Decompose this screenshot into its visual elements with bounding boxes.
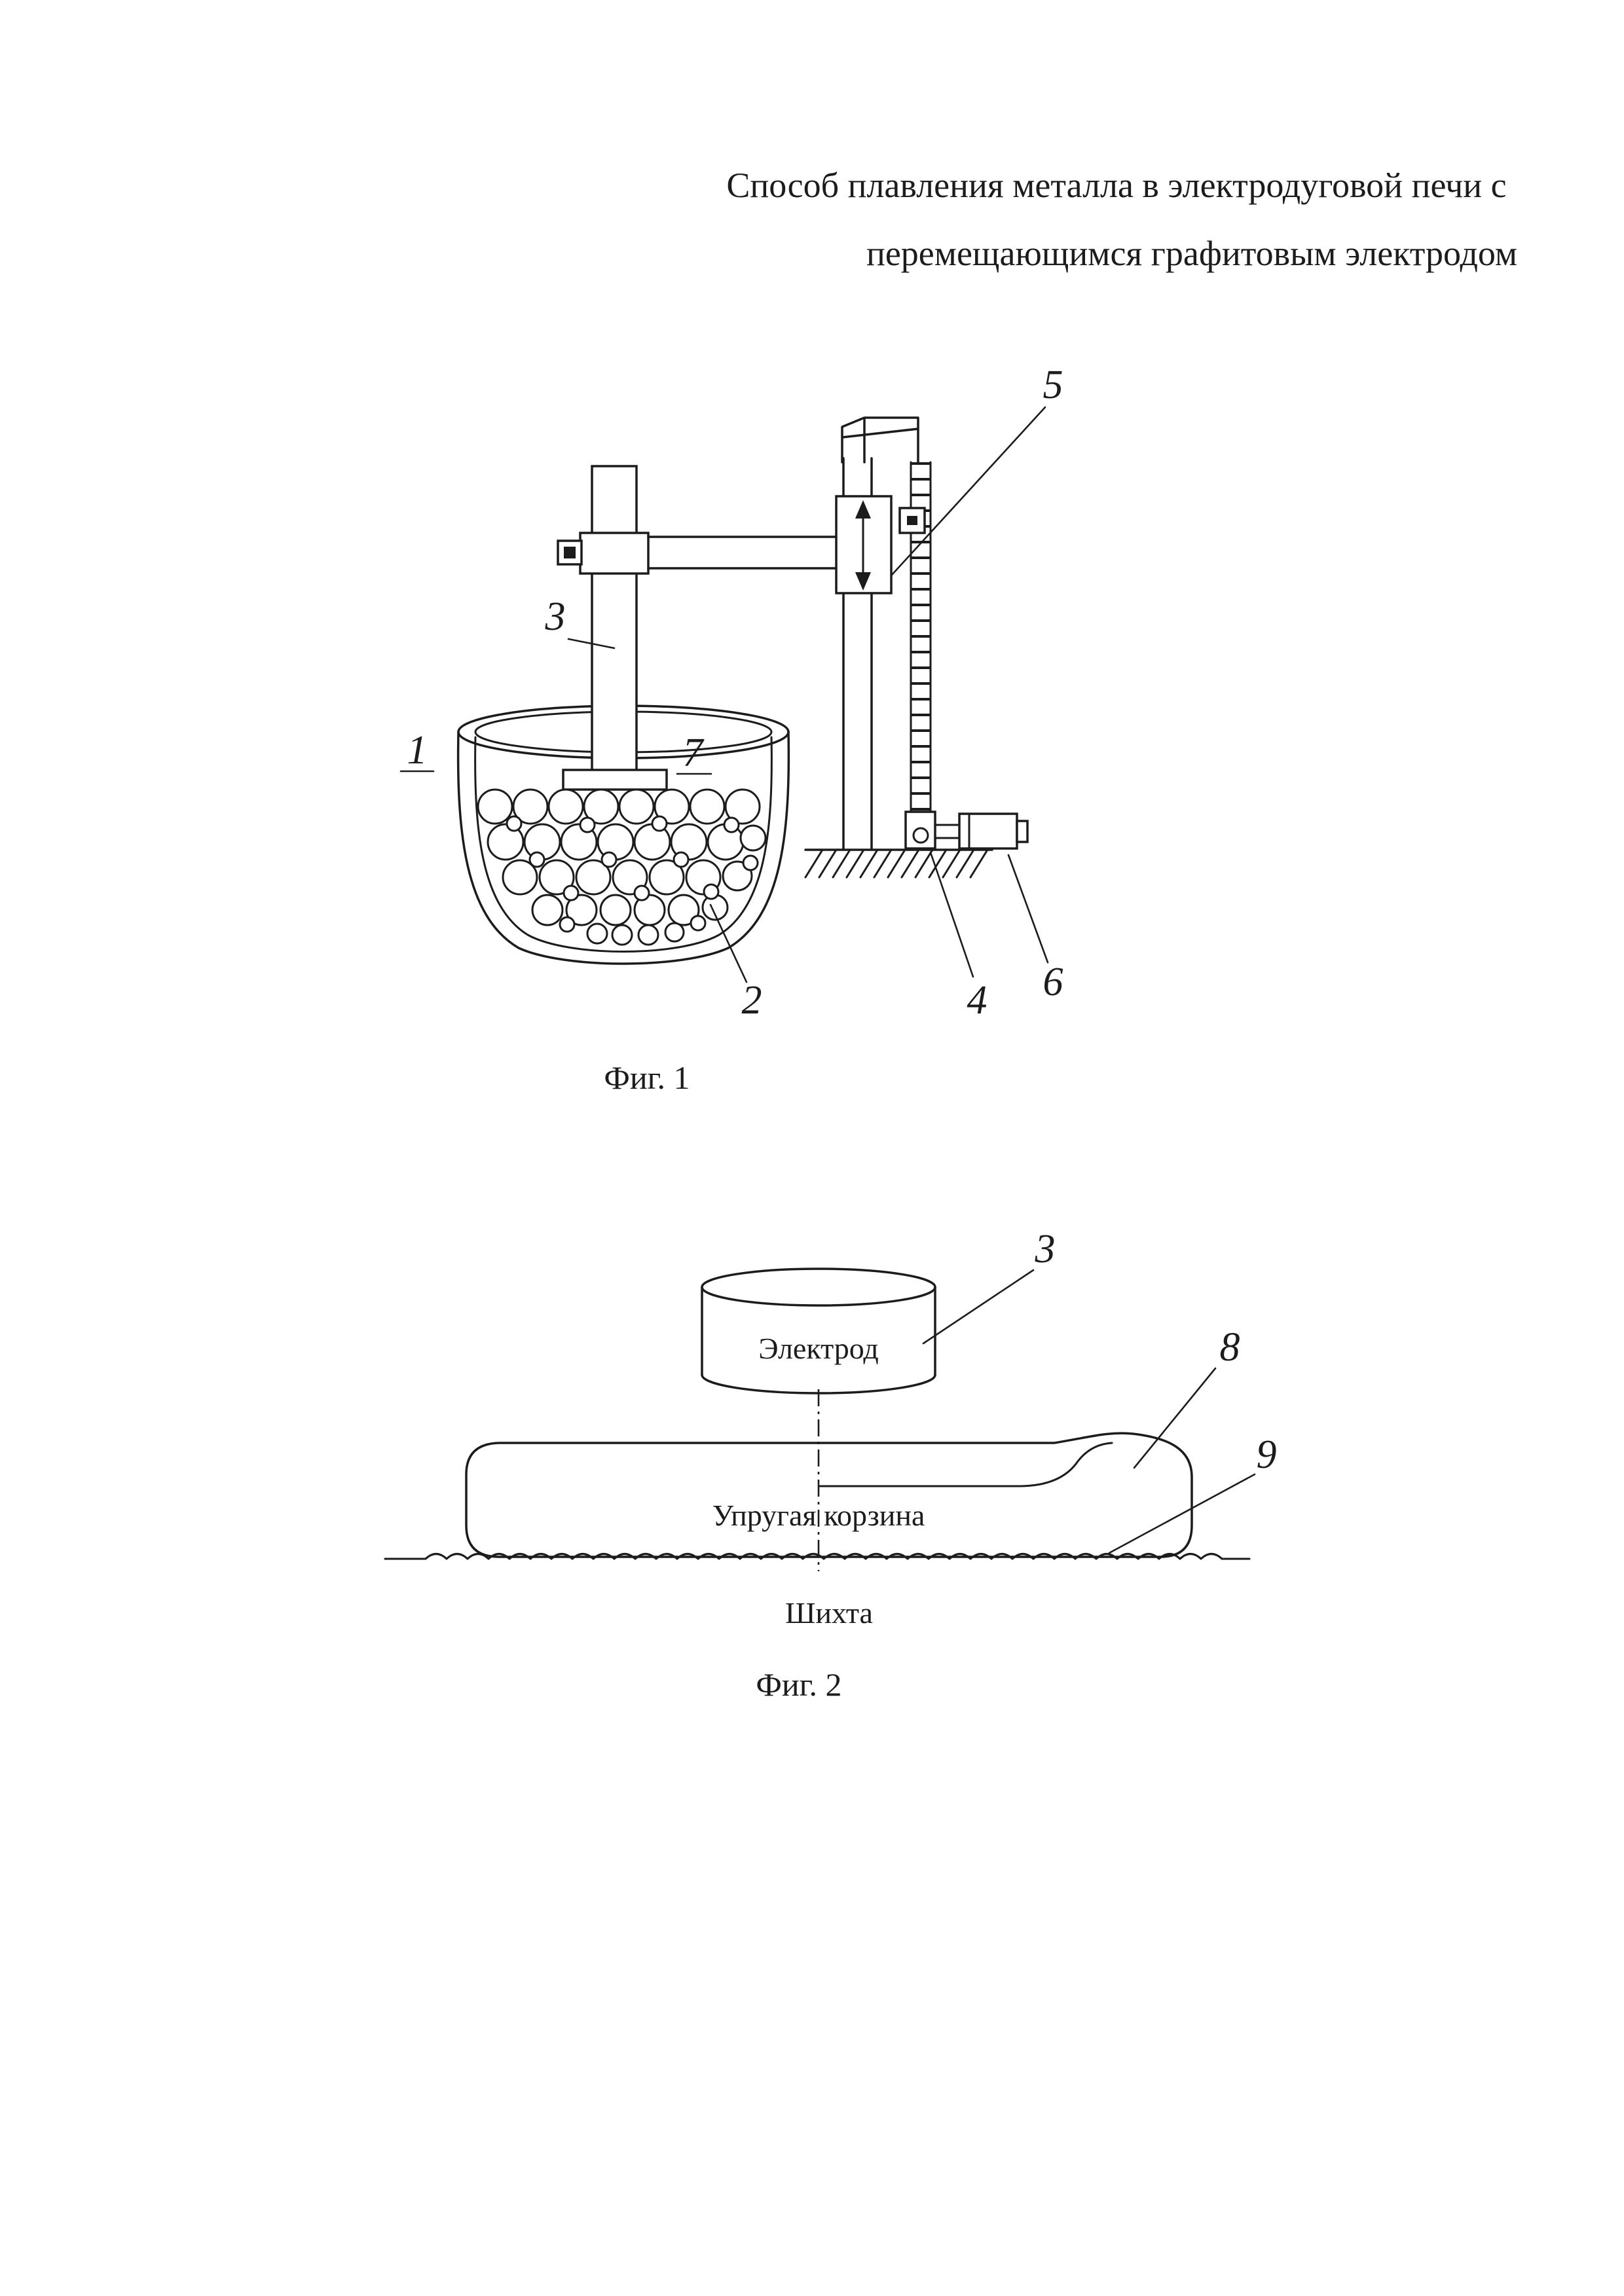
- electrode-column: [557, 465, 838, 780]
- fig1-label-2: 2: [742, 978, 762, 1023]
- mast-stand: [841, 416, 932, 851]
- fig1-label-1: 1: [407, 728, 428, 773]
- electrode-cylinder: Электрод: [701, 1267, 936, 1394]
- basket-text: Упругая корзина: [712, 1499, 925, 1532]
- drive-motor: [934, 812, 1029, 850]
- fig2-label-9: 9: [1257, 1432, 1277, 1477]
- fig1-label-5: 5: [1043, 363, 1063, 407]
- fig1-label-4: 4: [967, 978, 987, 1023]
- electrode-text: Электрод: [758, 1332, 879, 1365]
- horizontal-arm: [647, 536, 838, 570]
- fig1-leader-lines: [399, 406, 1049, 983]
- fig1-label-3: 3: [545, 594, 566, 639]
- fig1-caption: Фиг. 1: [604, 1059, 690, 1096]
- fig1-label-7: 7: [683, 731, 705, 775]
- charge-material: [477, 788, 767, 946]
- charge-surface-wave: [384, 1553, 1251, 1560]
- page-title-line-1: Способ плавления металла в электродугово…: [726, 166, 1507, 205]
- electrode-plate: [562, 769, 668, 791]
- fig2-label-8: 8: [1220, 1325, 1240, 1370]
- column-clamp: [579, 532, 650, 575]
- mast-top-bracket: [841, 416, 919, 464]
- carriage-sensor: [898, 507, 926, 534]
- fig2-drawing: Электрод Упругая корзина Шихта 3 8 9 Фиг…: [384, 1227, 1277, 1703]
- fig1-drawing: 5 3 1 7 2 4 6 Фиг. 1: [399, 363, 1063, 1096]
- fig2-leader-lines: [922, 1269, 1256, 1554]
- charge-text: Шихта: [785, 1596, 873, 1630]
- carriage-box: [835, 495, 926, 594]
- page-title-line-2: перемещающимся графитовым электродом: [866, 234, 1518, 273]
- fig2-label-3: 3: [1035, 1227, 1056, 1271]
- base-unit: [904, 811, 936, 850]
- elastic-basket: Упругая корзина: [465, 1432, 1193, 1558]
- fig2-caption: Фиг. 2: [756, 1666, 841, 1703]
- fig1-label-6: 6: [1043, 960, 1063, 1004]
- ground-hatching: [804, 848, 993, 879]
